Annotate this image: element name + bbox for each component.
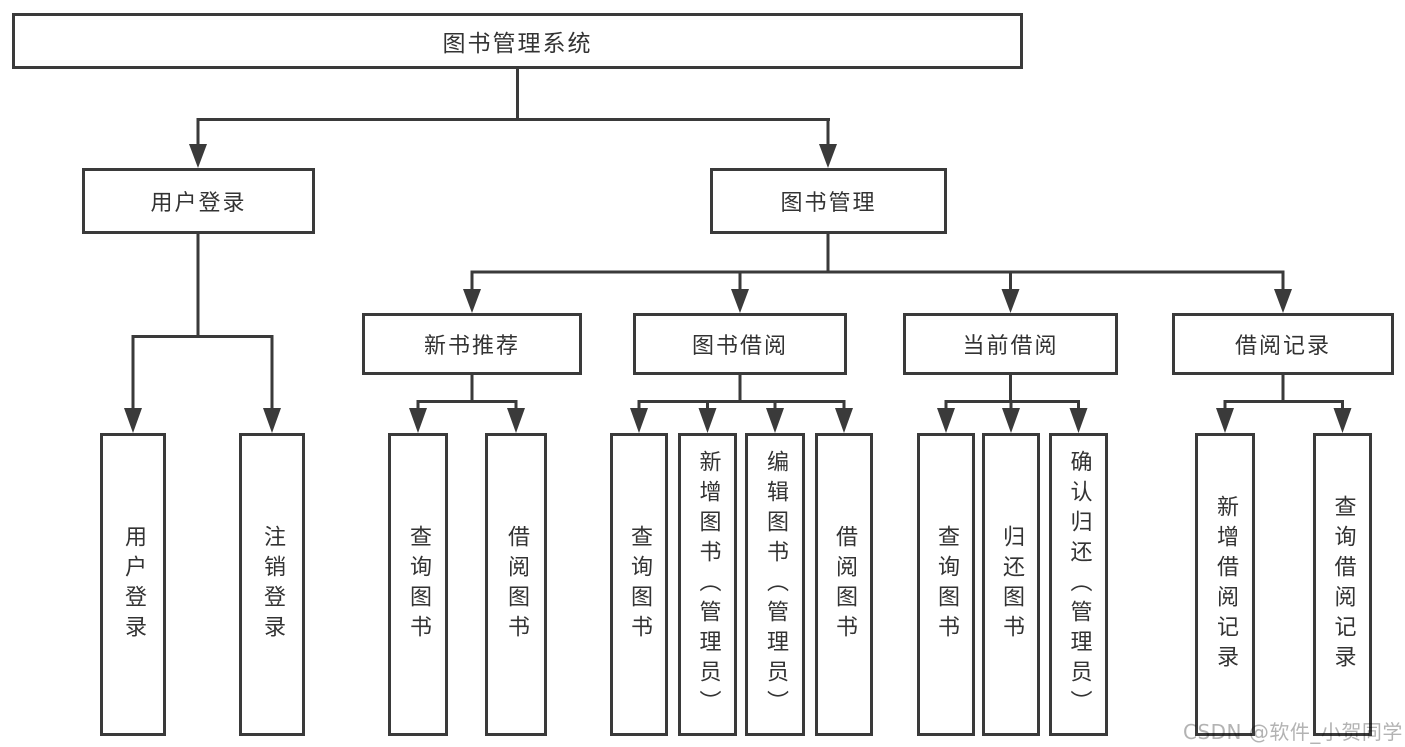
arrowhead-icon	[937, 408, 955, 433]
leaf-return-books: 归还图书	[982, 433, 1040, 736]
node-root-system: 图书管理系统	[12, 13, 1023, 69]
leaf-query-books-current: 查询图书	[917, 433, 975, 736]
node-label: 编辑图书（管理员）	[763, 449, 788, 720]
connector-book-mgmt-to-level3	[463, 234, 1292, 313]
node-label: 查询图书	[627, 524, 652, 645]
leaf-confirm-return-admin: 确认归还（管理员）	[1049, 433, 1108, 736]
node-new-book-rec: 新书推荐	[362, 313, 582, 375]
arrowhead-icon	[507, 408, 525, 433]
arrowhead-icon	[819, 144, 837, 168]
arrowhead-icon	[731, 289, 749, 313]
node-label: 借阅图书	[832, 524, 857, 645]
arrowhead-icon	[630, 408, 648, 433]
leaf-add-books-admin: 新增图书（管理员）	[678, 433, 737, 736]
arrowhead-icon	[1333, 408, 1352, 433]
arrowhead-icon	[698, 408, 717, 433]
node-label: 图书管理	[780, 191, 877, 216]
node-label: 借阅记录	[1234, 334, 1331, 359]
node-book-mgmt: 图书管理	[710, 168, 947, 234]
node-label: 当前借阅	[962, 334, 1059, 359]
leaf-add-borrow-record: 新增借阅记录	[1195, 433, 1255, 736]
watermark: CSDN @软件_小贺同学	[1183, 720, 1403, 744]
node-label: 归还图书	[999, 524, 1024, 645]
node-label: 查询图书	[934, 524, 959, 645]
arrowhead-icon	[1274, 289, 1292, 313]
leaf-borrow-books: 借阅图书	[815, 433, 873, 736]
leaf-edit-books-admin: 编辑图书（管理员）	[745, 433, 805, 736]
arrowhead-icon	[1001, 289, 1020, 313]
leaf-logout: 注销登录	[239, 433, 305, 736]
node-label: 新增图书（管理员）	[695, 449, 721, 720]
arrowhead-icon	[766, 408, 784, 433]
arrowhead-icon	[124, 408, 142, 433]
node-label: 查询借阅记录	[1330, 494, 1356, 675]
node-label: 图书管理系统	[442, 31, 593, 57]
leaf-user-login: 用户登录	[100, 433, 166, 736]
connector-user-login-to-leaves	[124, 234, 281, 433]
arrowhead-icon	[1002, 408, 1020, 433]
node-label: 用户登录	[121, 524, 146, 645]
node-label: 注销登录	[260, 524, 285, 645]
connector-new-book-rec-to-leaves	[409, 375, 525, 433]
node-label: 借阅图书	[504, 524, 529, 645]
node-user-login: 用户登录	[82, 168, 315, 234]
connector-current-borrow-to-leaves	[937, 375, 1088, 433]
arrowhead-icon	[835, 408, 853, 433]
leaf-query-books-borrow: 查询图书	[610, 433, 668, 736]
node-label: 新书推荐	[423, 334, 520, 359]
connector-borrow-records-to-leaves	[1216, 375, 1352, 433]
leaf-query-books-rec: 查询图书	[388, 433, 448, 736]
leaf-borrow-books-rec: 借阅图书	[485, 433, 547, 736]
node-label: 用户登录	[150, 191, 247, 216]
node-label: 新增借阅记录	[1213, 494, 1238, 675]
leaf-query-borrow-record: 查询借阅记录	[1313, 433, 1372, 736]
node-borrow-records: 借阅记录	[1172, 313, 1394, 375]
arrowhead-icon	[1216, 408, 1234, 433]
arrowhead-icon	[409, 408, 427, 433]
arrowhead-icon	[1069, 408, 1088, 433]
node-book-borrow: 图书借阅	[633, 313, 847, 375]
arrowhead-icon	[189, 144, 207, 168]
node-label: 查询图书	[406, 524, 431, 645]
node-label: 确认归还（管理员）	[1066, 449, 1092, 720]
connector-book-borrow-to-leaves	[630, 375, 853, 433]
arrowhead-icon	[463, 289, 481, 313]
arrowhead-icon	[263, 408, 281, 433]
connector-root-to-level2	[189, 69, 837, 168]
node-current-borrow: 当前借阅	[903, 313, 1118, 375]
node-label: 图书借阅	[691, 334, 788, 359]
